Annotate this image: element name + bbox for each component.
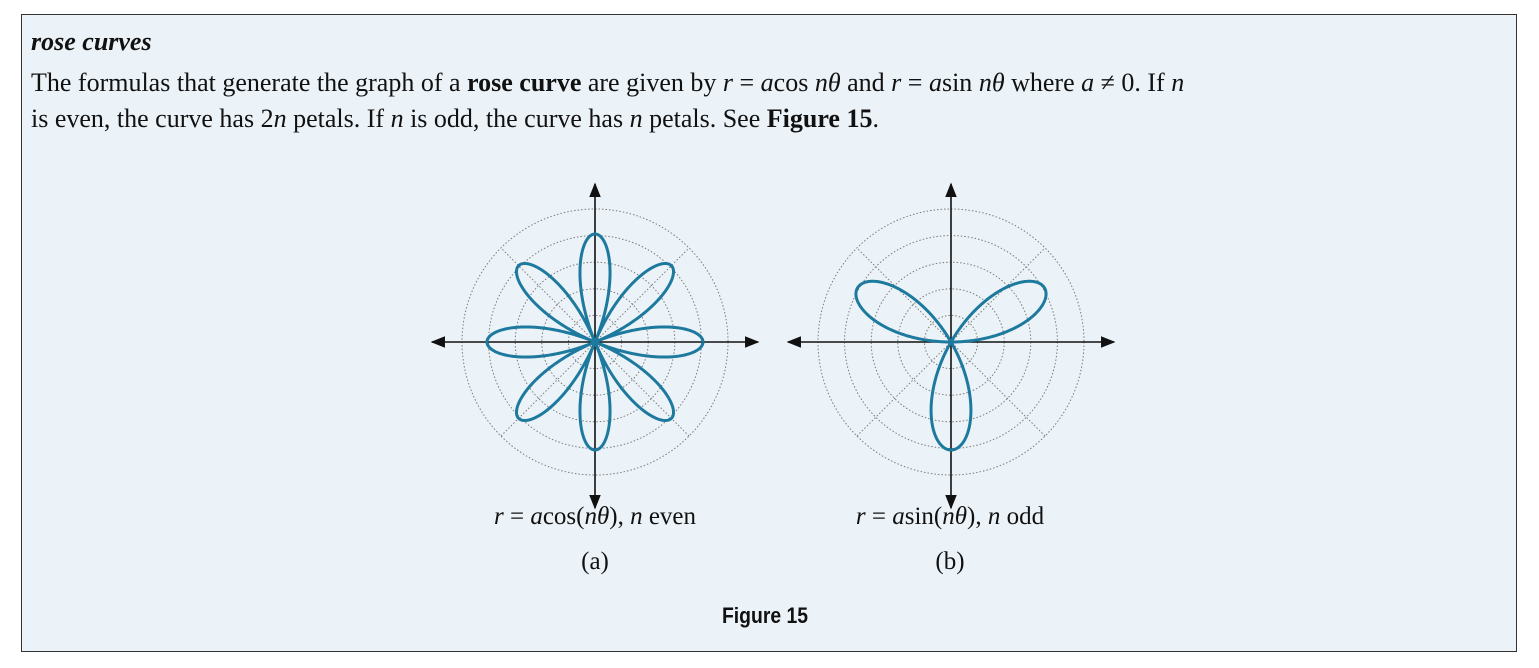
text-segment: ≠ 0. If — [1094, 68, 1172, 97]
math-equals: = — [901, 68, 929, 97]
term-rose-curve: rose curve — [467, 68, 582, 97]
radial-grid-line — [856, 247, 1046, 437]
text-segment: . — [872, 104, 879, 133]
text-segment: is odd, the curve has — [403, 104, 630, 133]
math-fn-sin: sin — [941, 68, 979, 97]
subfigure-label-a: (a) — [581, 548, 609, 575]
equation-label-a: r = acos(nθ), n even — [415, 503, 775, 531]
math-var-n: n — [390, 104, 404, 133]
math-var-r: r — [493, 503, 504, 530]
parity-text: even — [642, 503, 697, 530]
math-var-r: r — [722, 68, 733, 97]
math-var-a: a — [530, 503, 543, 530]
subfigure-label-b: (b) — [935, 548, 965, 575]
text-segment: and — [840, 68, 892, 97]
math-var-a: a — [1081, 68, 1095, 97]
math-equals: = — [865, 503, 893, 530]
math-arg: nθ — [942, 503, 968, 530]
math-fn: sin( — [904, 503, 943, 530]
equation-label-b: r = asin(nθ), n odd — [770, 503, 1130, 531]
text-segment: petals. If — [286, 104, 391, 133]
math-var-n: n — [987, 503, 1001, 530]
math-var-a: a — [892, 503, 905, 530]
rose-curve — [485, 232, 705, 452]
math-var-n: n — [273, 104, 287, 133]
math-arg: nθ — [584, 503, 610, 530]
math-equals: = — [733, 68, 761, 97]
math-var-n: n — [629, 104, 643, 133]
math-var-n: n — [630, 503, 643, 530]
polar-plot-b — [786, 182, 1116, 510]
polar-plot-a — [430, 182, 760, 510]
math-var-r: r — [855, 503, 866, 530]
math-equals: = — [503, 503, 531, 530]
math-var-r: r — [891, 68, 902, 97]
math-fn-cos: cos — [773, 68, 815, 97]
math-arg: nθ — [814, 68, 841, 97]
math-close: ), — [967, 503, 988, 530]
parity-text: odd — [1000, 503, 1045, 530]
math-close: ), — [609, 503, 631, 530]
definition-line-1: The formulas that generate the graph of … — [31, 68, 1184, 98]
text-segment: is even, the curve has 2 — [31, 104, 274, 133]
math-var-a: a — [760, 68, 774, 97]
text-segment: petals. See — [642, 104, 767, 133]
figure-reference-link[interactable]: Figure 15 — [766, 104, 873, 133]
callout-box — [21, 14, 1517, 652]
radial-grid-line — [500, 247, 690, 437]
text-segment: where — [1004, 68, 1082, 97]
callout-heading: rose curves — [31, 27, 152, 56]
radial-grid-line — [500, 247, 690, 437]
math-arg: nθ — [978, 68, 1005, 97]
text-segment: The formulas that generate the graph of … — [31, 68, 468, 97]
math-fn: cos( — [542, 503, 585, 530]
figure-caption: Figure 15 — [721, 603, 809, 628]
math-var-a: a — [928, 68, 942, 97]
definition-line-2: is even, the curve has 2n petals. If n i… — [31, 104, 879, 134]
text-segment: are given by — [581, 68, 723, 97]
math-var-n: n — [1171, 68, 1185, 97]
rose-curve — [854, 279, 1048, 452]
radial-grid-line — [856, 247, 1046, 437]
